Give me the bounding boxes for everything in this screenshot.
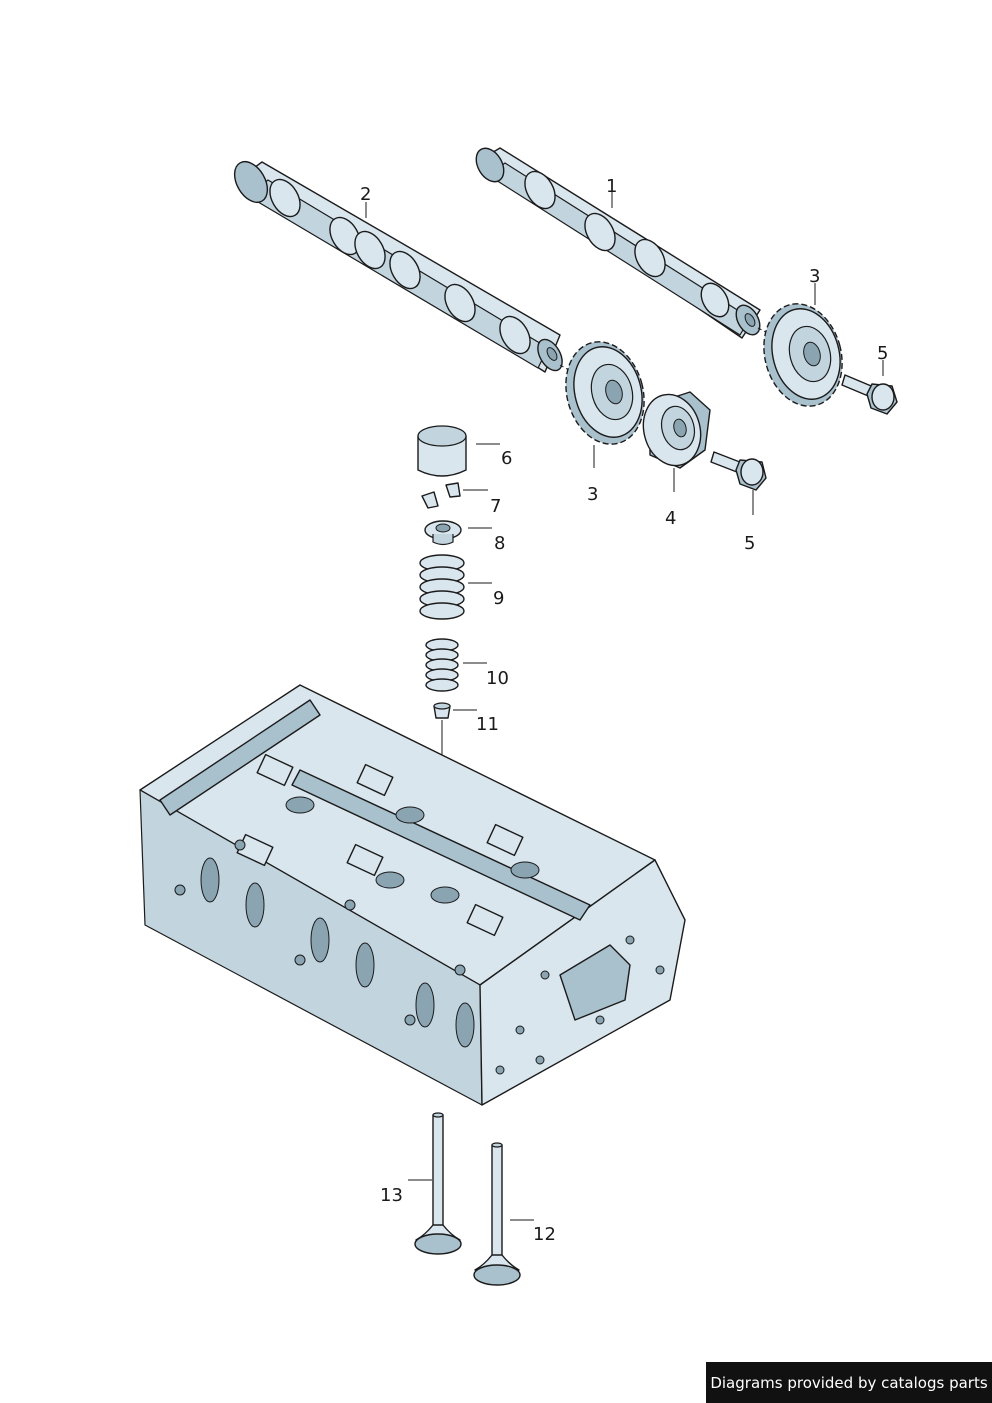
callout-1: 1: [606, 176, 617, 197]
callout-5-lower: 5: [744, 533, 755, 554]
spring-retainer: [424, 520, 462, 546]
valve-cotters: [421, 482, 461, 509]
callout-9: 9: [493, 588, 504, 609]
outer-valve-spring: [419, 554, 465, 620]
camshaft-sprocket-right: [763, 303, 843, 407]
callout-10: 10: [486, 668, 509, 689]
camshaft-exhaust: [233, 161, 563, 373]
callout-11: 11: [476, 714, 499, 735]
callout-5-upper: 5: [877, 343, 888, 364]
camshaft-intake: [475, 147, 761, 339]
bolt-upper: [841, 374, 898, 415]
bolt-lower: [710, 451, 767, 491]
cylinder-head: [139, 684, 686, 1106]
camshaft-sprocket-left: [565, 341, 645, 445]
hydraulic-lifter: [417, 425, 467, 477]
callout-3-left: 3: [587, 484, 598, 505]
exhaust-valve: [473, 1142, 521, 1286]
valve-stem-seal: [433, 702, 451, 719]
camshaft-hub: [642, 391, 711, 469]
callout-4: 4: [665, 508, 676, 529]
callout-2: 2: [360, 184, 371, 205]
callout-13: 13: [380, 1185, 403, 1206]
credit-text: Diagrams provided by catalogs parts: [710, 1373, 988, 1392]
intake-valve: [414, 1112, 462, 1255]
callout-8: 8: [494, 533, 505, 554]
inner-valve-spring: [425, 638, 459, 692]
callout-7: 7: [490, 496, 501, 517]
credit-badge: Diagrams provided by catalogs parts: [706, 1362, 992, 1403]
callout-12: 12: [533, 1224, 556, 1245]
callout-3-right: 3: [809, 266, 820, 287]
callout-6: 6: [501, 448, 512, 469]
